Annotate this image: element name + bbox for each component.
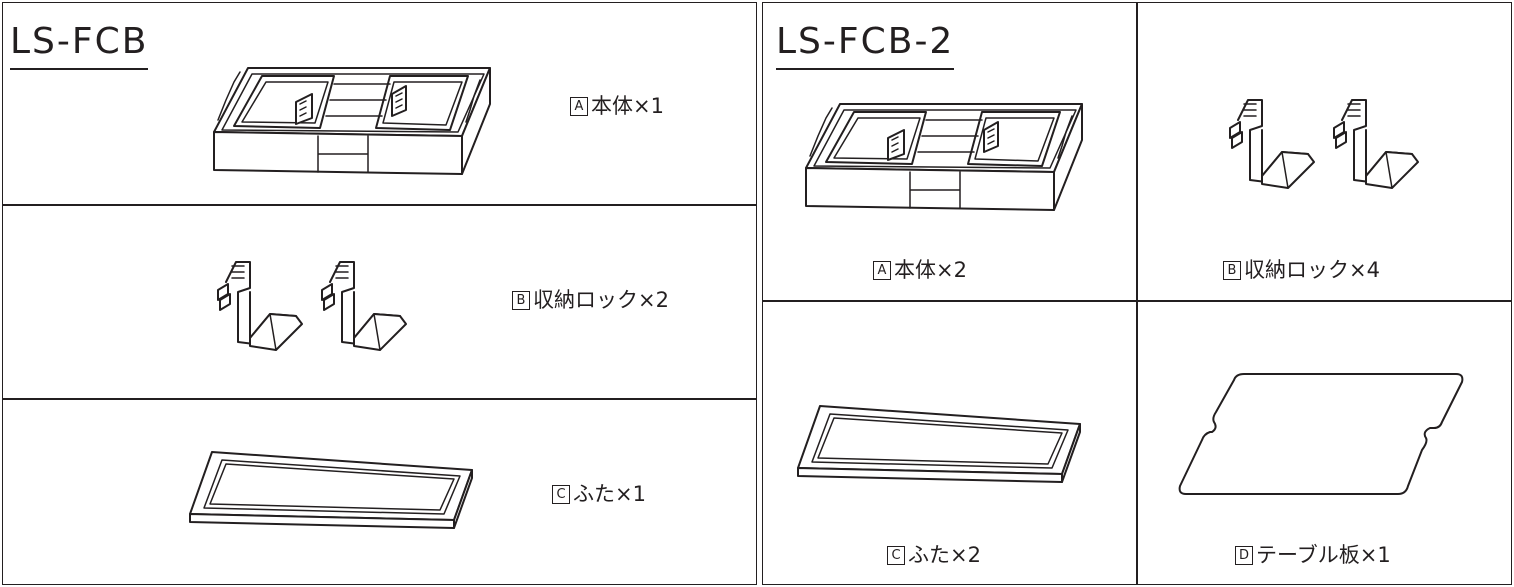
left-item-b-label: B 収納ロック×2 [512, 290, 669, 311]
right-item-b-label: B 収納ロック×4 [1223, 260, 1380, 281]
right-item-d-text: テーブル板×1 [1256, 543, 1391, 567]
right-item-d-label: D テーブル板×1 [1235, 545, 1391, 566]
storage-lock-illustration-icon [1229, 99, 1419, 189]
right-panel-title: LS-FCB-2 [776, 24, 955, 70]
main-unit-illustration-icon [213, 67, 491, 175]
left-item-c-text: ふた×1 [573, 482, 646, 506]
left-item-b-text: 収納ロック×2 [533, 288, 669, 312]
lid-illustration-icon [189, 451, 473, 529]
right-item-c-text: ふた×2 [908, 543, 981, 567]
right-item-a-text: 本体×2 [894, 258, 967, 282]
badge-c: C [887, 546, 905, 565]
left-panel-title: LS-FCB [10, 24, 149, 70]
right-item-a-label: A 本体×2 [873, 260, 967, 281]
left-item-c-label: C ふた×1 [552, 484, 646, 505]
left-item-a-text: 本体×1 [591, 94, 664, 118]
right-item-c-label: C ふた×2 [887, 545, 981, 566]
badge-b: B [1223, 261, 1241, 280]
left-row-divider-2 [2, 398, 757, 400]
storage-lock-illustration-icon [217, 261, 407, 351]
lid-illustration-icon [797, 405, 1081, 483]
badge-a: A [873, 261, 891, 280]
badge-d: D [1235, 546, 1253, 565]
left-item-a-label: A 本体×1 [570, 96, 664, 117]
left-row-divider-1 [2, 204, 757, 206]
badge-b: B [512, 291, 530, 310]
right-column-divider [1136, 2, 1138, 585]
badge-c: C [552, 485, 570, 504]
table-board-illustration-icon [1178, 373, 1464, 495]
badge-a: A [570, 97, 588, 116]
right-row-divider [762, 300, 1512, 302]
main-unit-illustration-icon [805, 103, 1083, 211]
right-item-b-text: 収納ロック×4 [1244, 258, 1380, 282]
